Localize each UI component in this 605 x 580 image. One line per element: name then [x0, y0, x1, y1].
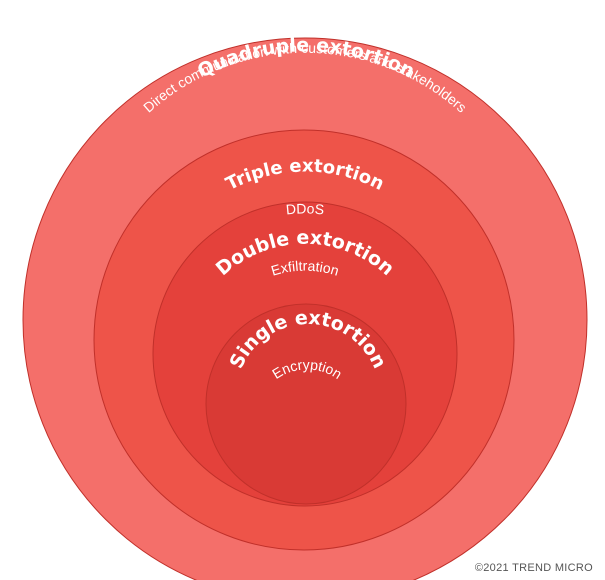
triple-subtitle: DDoS [285, 200, 325, 217]
ring-single [205, 303, 407, 505]
copyright-footer: ©2021 TREND MICRO [474, 562, 593, 574]
